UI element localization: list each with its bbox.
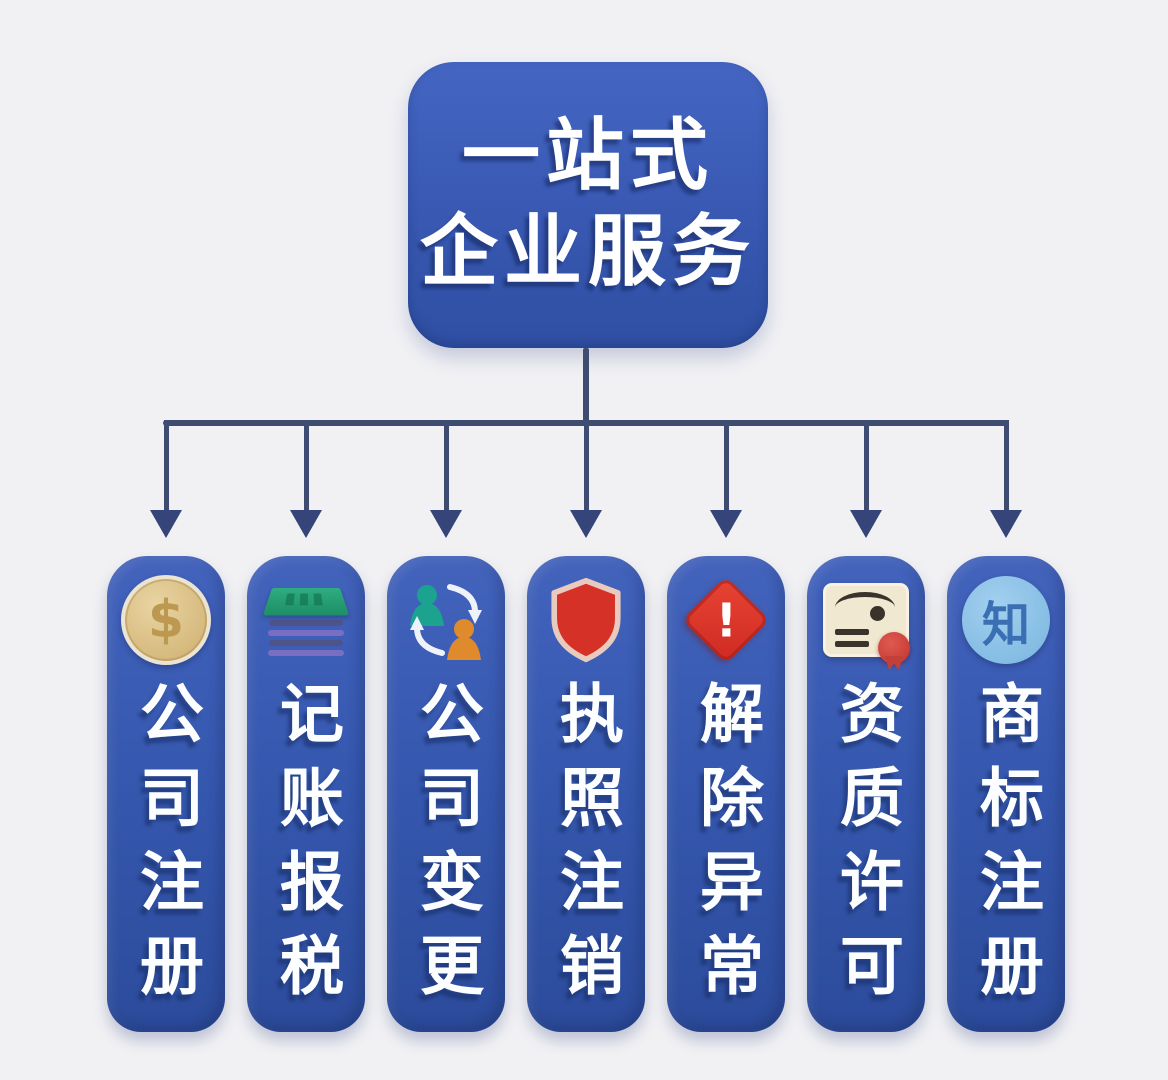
arrow-shaft	[723, 420, 729, 514]
arrow-shaft	[1003, 420, 1009, 514]
down-arrow-head-icon	[430, 510, 462, 538]
certificate-dot	[870, 606, 885, 621]
cash-stack-icon	[262, 584, 350, 656]
service-label: 记账报税	[269, 680, 343, 1016]
service-column-abnormality-removal: ! 解除异常	[667, 556, 785, 1032]
certificate-seal-icon	[823, 583, 910, 664]
connector-stem	[583, 348, 589, 423]
service-column-qualification-license: 资质许可	[807, 556, 925, 1032]
down-arrow-3	[430, 420, 462, 538]
service-label: 执照注销	[549, 680, 623, 1016]
service-label: 商标注册	[969, 680, 1043, 1016]
service-column-trademark-registration: 知 商标注册	[947, 556, 1065, 1032]
certificate-arc	[835, 592, 895, 623]
certificate-line	[835, 629, 869, 635]
icon-box: !	[682, 556, 770, 674]
service-label: 公司注册	[129, 680, 203, 1016]
icon-box	[262, 556, 350, 674]
down-arrow-head-icon	[290, 510, 322, 538]
down-arrow-6	[850, 420, 882, 538]
exclamation-glyph: !	[715, 592, 737, 647]
down-arrow-head-icon	[710, 510, 742, 538]
cash-top-bill	[262, 587, 350, 616]
down-arrow-7	[990, 420, 1022, 538]
coin-dollar-icon: $	[121, 575, 211, 665]
icon-box: $	[121, 556, 211, 674]
down-arrow-head-icon	[570, 510, 602, 538]
certificate-line	[835, 641, 869, 647]
arrow-shaft	[863, 420, 869, 514]
alert-diamond-icon: !	[682, 576, 770, 664]
cash-line	[268, 630, 344, 636]
service-column-company-registration: $ 公司注册	[107, 556, 225, 1032]
service-column-company-change: 公司变更	[387, 556, 505, 1032]
arrow-shaft	[163, 420, 169, 514]
title-line-2: 企业服务	[419, 207, 756, 297]
down-arrow-2	[290, 420, 322, 538]
title-box: 一站式 企业服务	[408, 62, 768, 348]
trademark-zhi-icon: 知	[962, 576, 1050, 664]
service-column-license-cancellation: 执照注销	[527, 556, 645, 1032]
arrow-shaft	[443, 420, 449, 514]
icon-box	[400, 556, 492, 674]
shield-icon	[551, 577, 621, 663]
cash-line	[268, 650, 344, 656]
arrow-shaft	[303, 420, 309, 514]
down-arrow-head-icon	[990, 510, 1022, 538]
down-arrow-4	[570, 420, 602, 538]
arrow-shaft	[583, 420, 589, 514]
person-exchange-icon	[410, 584, 482, 660]
service-label: 资质许可	[829, 680, 903, 1016]
service-label: 公司变更	[409, 680, 483, 1016]
icon-box: 知	[962, 556, 1050, 674]
icon-box	[823, 556, 910, 674]
red-seal-icon	[878, 632, 910, 664]
cash-line	[269, 620, 343, 626]
title-line-1: 一站式	[461, 111, 714, 202]
down-arrow-5	[710, 420, 742, 538]
icon-box	[543, 556, 629, 674]
cash-line	[269, 640, 343, 646]
zhi-glyph: 知	[981, 597, 1030, 653]
down-arrow-head-icon	[850, 510, 882, 538]
service-label: 解除异常	[689, 680, 763, 1016]
down-arrow-1	[150, 420, 182, 538]
down-arrow-head-icon	[150, 510, 182, 538]
coin-dollar-glyph: $	[147, 590, 185, 650]
service-column-bookkeeping-tax: 记账报税	[247, 556, 365, 1032]
